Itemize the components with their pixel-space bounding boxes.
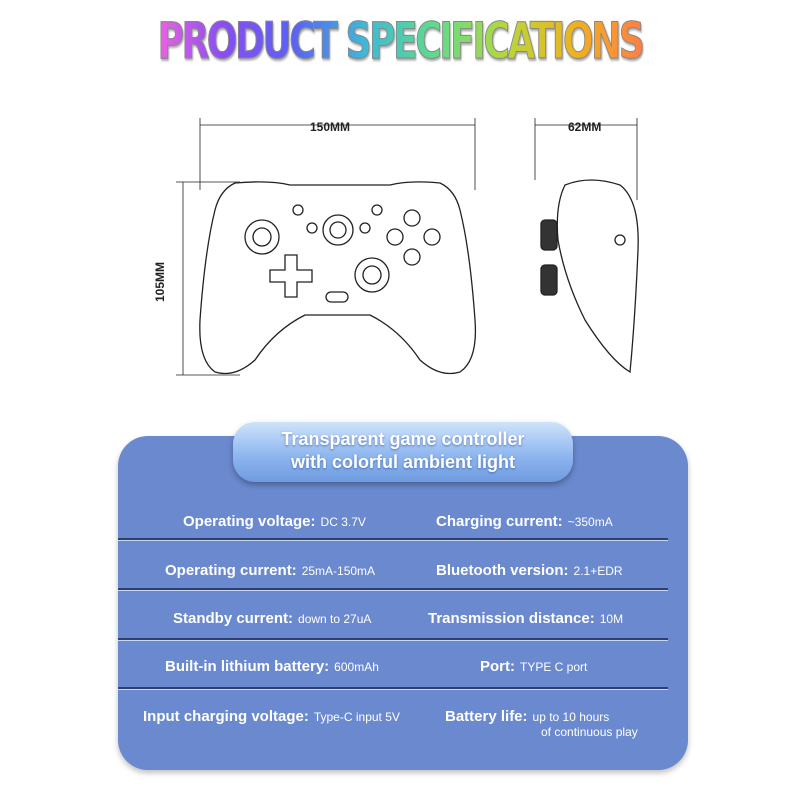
spec-row: Operating current:25mA-150mA Bluetooth v… xyxy=(118,562,688,610)
divider xyxy=(118,638,668,641)
controller-front-view xyxy=(199,181,477,375)
spec-row: Built-in lithium battery:600mAh Port:TYP… xyxy=(118,658,688,706)
spec-item: Operating voltage:DC 3.7V xyxy=(183,513,366,530)
controller-side-view xyxy=(540,179,639,374)
spec-item: Built-in lithium battery:600mAh xyxy=(165,658,379,675)
divider xyxy=(118,538,668,541)
spec-item: Transmission distance:10M xyxy=(428,610,624,627)
spec-item: Operating current:25mA-150mA xyxy=(165,562,376,579)
badge-line-1: Transparent game controller xyxy=(281,429,525,449)
spec-row: Operating voltage:DC 3.7V Charging curre… xyxy=(118,513,688,561)
spec-item: Standby current:down to 27uA xyxy=(173,610,372,627)
depth-label: 62MM xyxy=(568,120,602,134)
spec-row: Input charging voltage:Type-C input 5V B… xyxy=(118,708,688,756)
badge-line-2: with colorful ambient light xyxy=(291,452,515,472)
spec-row: Standby current:down to 27uA Transmissio… xyxy=(118,610,688,658)
spec-item: Charging current:~350mA xyxy=(436,513,613,530)
height-label: 105MM xyxy=(153,261,168,303)
specs-panel xyxy=(118,436,688,770)
feature-badge: Transparent game controller with colorfu… xyxy=(233,422,573,482)
divider xyxy=(118,687,668,690)
controller-drawings xyxy=(176,118,639,376)
divider xyxy=(118,588,668,591)
spec-item: Bluetooth version:2.1+EDR xyxy=(436,562,623,579)
spec-item: Port:TYPE C port xyxy=(480,658,588,675)
dimension-lines xyxy=(176,118,638,376)
page-title: PRODUCT SPECIFICATIONS xyxy=(80,12,720,71)
width-label: 150MM xyxy=(310,120,351,134)
spec-item: Input charging voltage:Type-C input 5V xyxy=(143,708,400,725)
